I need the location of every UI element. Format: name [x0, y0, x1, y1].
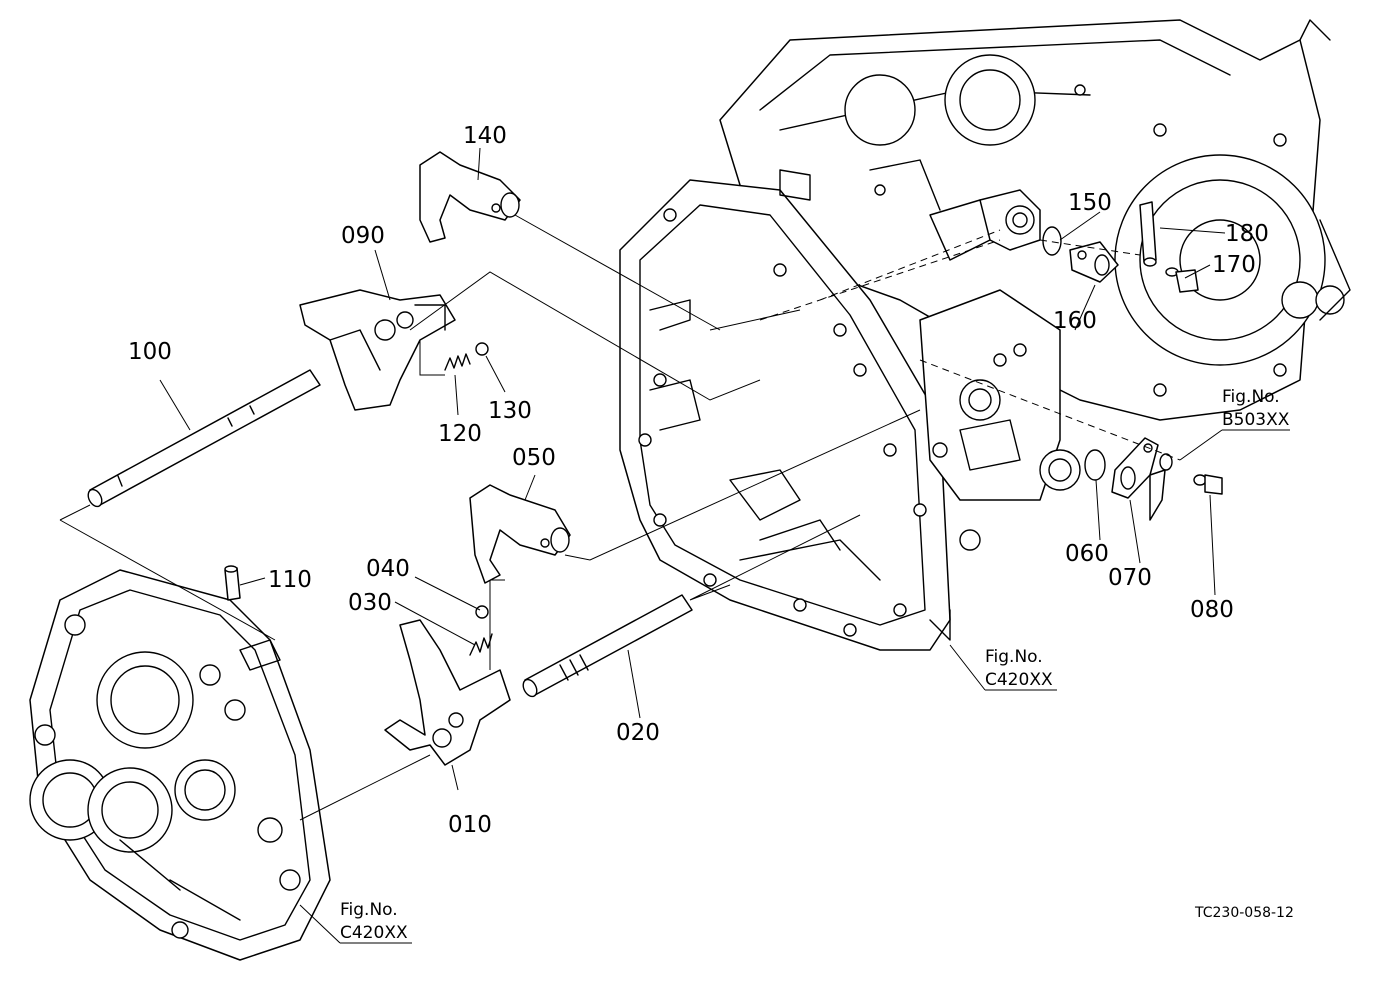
transmission-case — [619, 19, 1351, 651]
shift-lever-050 — [469, 484, 571, 584]
front-cover-case — [29, 569, 331, 961]
label-060: 060 — [1065, 541, 1109, 567]
shift-fork-010 — [384, 619, 511, 766]
ball-130 — [475, 342, 489, 356]
figure-reference-c420xx-left: Fig.No. C420XX — [340, 900, 408, 943]
ref-prefix: Fig.No. — [340, 900, 398, 920]
label-030: 030 — [348, 590, 392, 616]
label-180: 180 — [1225, 221, 1269, 247]
label-040: 040 — [366, 556, 410, 582]
plate-070 — [1111, 437, 1159, 499]
label-080: 080 — [1190, 597, 1234, 623]
ball-040 — [475, 605, 489, 619]
label-140: 140 — [463, 123, 507, 149]
o-ring-150 — [1042, 226, 1062, 256]
ref-prefix: Fig.No. — [985, 647, 1043, 667]
figure-reference-c420xx-right: Fig.No. C420XX — [985, 647, 1053, 690]
label-120: 120 — [438, 421, 482, 447]
part-labels: 140 090 100 120 130 050 110 040 030 020 … — [128, 123, 1269, 838]
pin-180 — [1139, 201, 1157, 267]
label-160: 160 — [1053, 308, 1097, 334]
plate-160 — [1069, 241, 1119, 283]
o-ring-060 — [1084, 449, 1106, 481]
ref-code: C420XX — [340, 923, 408, 943]
leader-lines — [59, 147, 1290, 944]
label-020: 020 — [616, 720, 660, 746]
label-110: 110 — [268, 567, 312, 593]
label-050: 050 — [512, 445, 556, 471]
figure-reference-b503xx: Fig.No. B503XX — [1222, 387, 1290, 430]
bolt-170 — [1165, 267, 1199, 293]
drawing-code: TC230-058-12 — [1194, 905, 1294, 921]
spring-030 — [469, 633, 493, 656]
label-130: 130 — [488, 398, 532, 424]
ref-code: B503XX — [1222, 410, 1290, 430]
label-100: 100 — [128, 339, 172, 365]
label-090: 090 — [341, 223, 385, 249]
shift-fork-090 — [299, 289, 456, 411]
label-010: 010 — [448, 812, 492, 838]
label-150: 150 — [1068, 190, 1112, 216]
pin-washer — [1149, 453, 1173, 521]
ref-prefix: Fig.No. — [1222, 387, 1280, 407]
pin-110 — [224, 565, 241, 601]
shift-rod-020 — [522, 594, 693, 698]
ref-code: C420XX — [985, 670, 1053, 690]
spring-120 — [444, 353, 471, 371]
label-070: 070 — [1108, 565, 1152, 591]
bolt-080 — [1193, 474, 1223, 495]
shift-lever-140 — [419, 151, 521, 243]
shift-rod-100 — [87, 369, 321, 508]
label-170: 170 — [1212, 252, 1256, 278]
